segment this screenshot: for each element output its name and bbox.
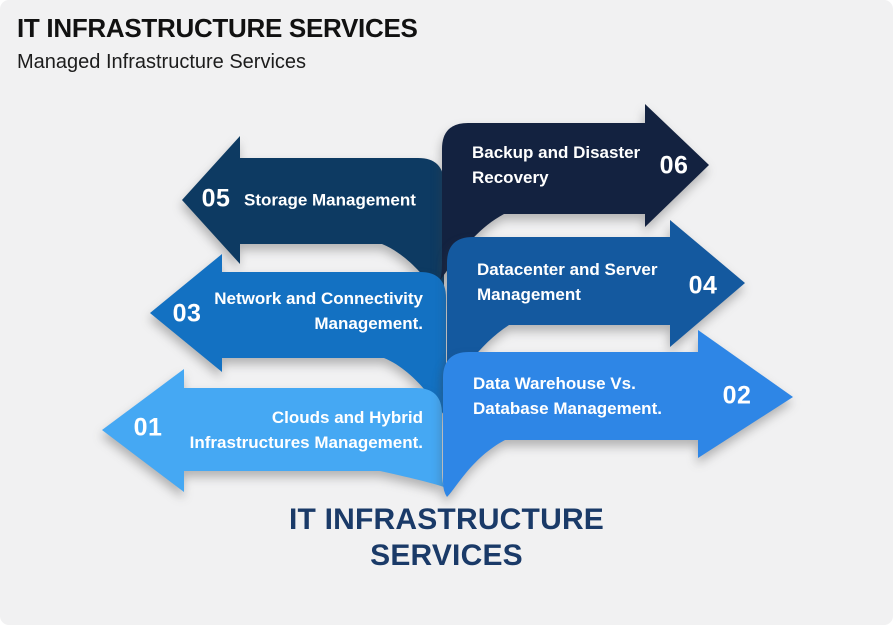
arrow-label-line: Data Warehouse Vs. xyxy=(473,374,636,393)
arrow-number-04: 04 xyxy=(688,271,718,300)
arrow-label-04: Datacenter and Server Management xyxy=(477,257,657,307)
diagram-title-line2: SERVICES xyxy=(370,539,523,572)
arrow-number-06: 06 xyxy=(659,151,689,180)
arrow-label-01: Clouds and Hybrid Infrastructures Manage… xyxy=(190,405,423,455)
arrow-label-line: Management. xyxy=(314,314,423,333)
arrow-shape-01 xyxy=(102,369,444,492)
arrow-label-line: Datacenter and Server xyxy=(477,260,658,279)
arrow-label-05: Storage Management xyxy=(244,188,416,213)
arrow-label-line: Database Management. xyxy=(473,399,662,418)
diagram-title-line1: IT INFRASTRUCTURE xyxy=(288,503,605,536)
arrow-label-line: Infrastructures Management. xyxy=(189,433,423,452)
arrow-label-03: Network and Connectivity Management. xyxy=(214,286,423,336)
arrow-label-line: Recovery xyxy=(472,168,549,187)
arrow-label-line: Clouds and Hybrid xyxy=(271,408,423,427)
page-title: IT INFRASTRUCTURE SERVICES xyxy=(17,13,418,43)
arrow-shape-02 xyxy=(443,330,793,497)
arrow-label-line: Management xyxy=(477,285,581,304)
arrow-shape-06 xyxy=(440,104,709,280)
slide-header: IT INFRASTRUCTURE SERVICES Managed Infra… xyxy=(17,13,418,74)
arrow-number-02: 02 xyxy=(722,381,752,410)
page-subtitle: Managed Infrastructure Services xyxy=(17,51,307,73)
arrow-shape-03 xyxy=(150,254,448,420)
arrow-number-01: 01 xyxy=(133,413,163,442)
arrow-label-line: Backup and Disaster xyxy=(472,143,641,162)
diagram-title: IT INFRASTRUCTURE SERVICES xyxy=(0,502,893,574)
arrow-number-05: 05 xyxy=(201,184,231,213)
arrow-shape-05 xyxy=(182,136,446,305)
arrow-shape-04 xyxy=(445,220,745,395)
arrow-number-03: 03 xyxy=(172,299,202,328)
arrow-label-02: Data Warehouse Vs. Database Management. xyxy=(473,371,662,421)
arrow-label-06: Backup and Disaster Recovery xyxy=(472,140,640,190)
arrow-label-line: Storage Management xyxy=(244,190,416,210)
arrow-label-line: Network and Connectivity xyxy=(214,289,423,308)
